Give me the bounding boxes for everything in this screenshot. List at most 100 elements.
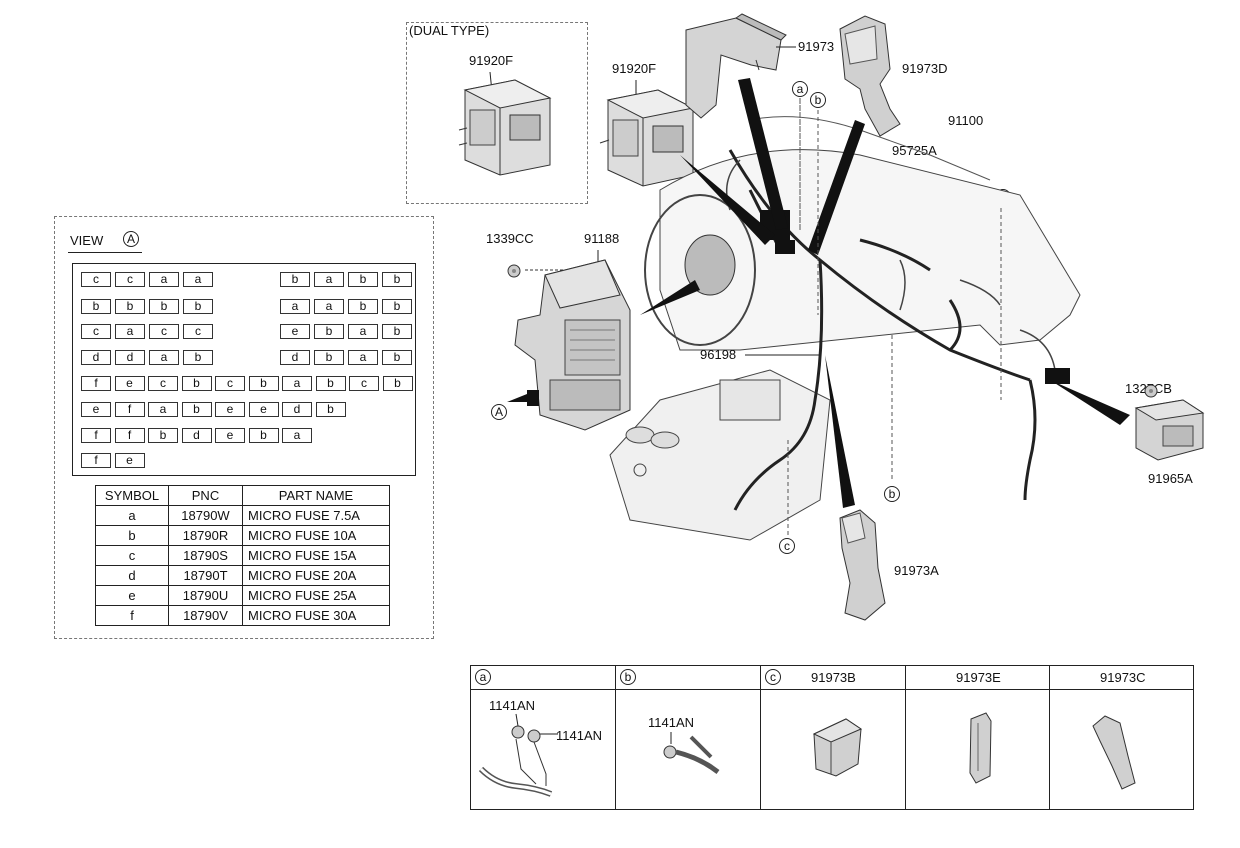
fuse-right-r0-c3: b	[382, 272, 412, 287]
fuse-bottom-r1-c4: e	[215, 402, 245, 417]
legend-cell-name: MICRO FUSE 15A	[242, 545, 390, 566]
legend-cell-symbol: d	[95, 565, 169, 586]
leader-91973	[776, 46, 796, 48]
detail-a-part2: 1141AN	[556, 728, 603, 743]
legend-cell-symbol: f	[95, 605, 169, 626]
fuse-right-r1-c0: a	[280, 299, 310, 314]
bolt-1327CB-drawing	[1144, 384, 1158, 398]
fuse-bottom-r0-c2: c	[148, 376, 178, 391]
fuse-bottom-r0-c5: b	[248, 376, 279, 391]
detail-title-91973C: 91973C	[1100, 670, 1146, 685]
fuse-left-r3-c1: d	[115, 350, 145, 365]
detail-header-a: a	[471, 666, 615, 690]
fuse-left-r2-c2: c	[149, 324, 179, 339]
fuse-right-r3-c0: d	[280, 350, 310, 365]
part-label-91100: 91100	[948, 113, 984, 128]
fuse-left-r0-c1: c	[115, 272, 145, 287]
part-label-91920F-dual: 91920F	[469, 53, 514, 68]
fuse-right-r3-c2: a	[348, 350, 378, 365]
detail-header-c: c 91973B	[761, 666, 905, 690]
fuse-right-r3-c3: b	[382, 350, 412, 365]
fuse-right-r3-c1: b	[314, 350, 344, 365]
fuse-bottom-r0-c6: a	[282, 376, 312, 391]
legend-cell-name: MICRO FUSE 10A	[242, 525, 390, 546]
detail-cell-b: b 1141AN	[616, 666, 761, 809]
part-label-91973A: 91973A	[894, 563, 939, 578]
fuse-bottom-r1-c0: e	[81, 402, 111, 417]
detail-header-b: b	[616, 666, 760, 690]
fuse-left-r2-c0: c	[81, 324, 111, 339]
fuse-right-r0-c1: a	[314, 272, 344, 287]
part-label-91188: 91188	[584, 231, 620, 246]
legend-cell-name: MICRO FUSE 7.5A	[242, 505, 390, 526]
part-label-91973: 91973	[798, 39, 835, 54]
part-label-91920F: 91920F	[612, 61, 657, 76]
detail-cell-91973C: 91973C	[1050, 666, 1193, 809]
detail-circle-c: c	[765, 669, 781, 685]
fuse-left-r2-c3: c	[183, 324, 213, 339]
fuse-left-r0-c0: c	[81, 272, 111, 287]
fuse-bottom-r2-c6: a	[282, 428, 312, 443]
detail-title-91973B: 91973B	[811, 670, 856, 685]
fuse-bottom-r2-c5: b	[248, 428, 279, 443]
legend-cell-pnc: 18790S	[168, 545, 243, 566]
fuse-bottom-r0-c8: c	[349, 376, 379, 391]
view-a-frame	[54, 216, 434, 639]
detail-header-91973E: 91973E	[906, 666, 1049, 690]
junction-box-91188-drawing	[514, 250, 631, 431]
part-label-1339CC: 1339CC	[486, 231, 534, 246]
fuse-right-r2-c0: e	[280, 324, 310, 339]
legend-cell-name: MICRO FUSE 25A	[242, 585, 390, 606]
detail-circle-a: a	[475, 669, 491, 685]
legend-cell-name: MICRO FUSE 30A	[242, 605, 390, 626]
fuse-bottom-r1-c3: b	[181, 402, 212, 417]
fuse-bottom-r0-c9: b	[382, 376, 413, 391]
leader-96198	[745, 354, 820, 356]
view-label: VIEW	[70, 233, 104, 248]
fuse-bottom-r2-c4: e	[215, 428, 245, 443]
legend-cell-pnc: 18790R	[168, 525, 243, 546]
fuse-bottom-r0-c4: c	[215, 376, 245, 391]
duct-91973-drawing	[685, 13, 787, 119]
view-arrow-A	[507, 390, 539, 406]
callout-c-bottom: c	[779, 538, 795, 554]
part-label-91973D: 91973D	[902, 61, 948, 76]
dual-type-frame	[406, 22, 588, 204]
fuse-bottom-r1-c2: a	[148, 402, 178, 417]
fuse-bottom-r2-c1: f	[114, 428, 145, 443]
bolt-1339CC-drawing	[507, 264, 521, 278]
detail-title-91973E: 91973E	[956, 670, 1001, 685]
dual-type-label: (DUAL TYPE)	[409, 23, 490, 38]
detail-b-drawing	[663, 732, 720, 775]
fuse-bottom-r2-c0: f	[81, 428, 111, 443]
fuse-right-r0-c2: b	[348, 272, 378, 287]
duct-91973D-drawing	[839, 15, 901, 137]
fuse-bottom-r1-c6: d	[282, 402, 312, 417]
fuse-right-r1-c3: b	[382, 299, 412, 314]
legend-cell-pnc: 18790V	[168, 605, 243, 626]
fuse-right-r2-c1: b	[314, 324, 344, 339]
legend-header-part-name: PART NAME	[242, 485, 390, 506]
legend-cell-pnc: 18790T	[168, 565, 243, 586]
ecu-module-drawing	[599, 80, 695, 187]
detail-cell-c: c 91973B	[761, 666, 906, 809]
detail-table: a 1141AN 1141AN b 1141AN c 9	[470, 665, 1194, 810]
fuse-bottom-r0-c1: e	[114, 376, 145, 391]
fuse-bottom-r2-c3: d	[181, 428, 212, 443]
fuse-right-r2-c3: b	[382, 324, 412, 339]
detail-header-91973C: 91973C	[1050, 666, 1193, 690]
detail-cell-a: a 1141AN 1141AN	[471, 666, 616, 809]
fuse-right-r2-c2: a	[348, 324, 378, 339]
fuse-bottom-r3-c1: e	[114, 453, 145, 468]
detail-cell-91973E: 91973E	[906, 666, 1050, 809]
callout-b-bottom: b	[884, 486, 900, 502]
fuse-left-r0-c3: a	[183, 272, 213, 287]
duct-91973E-drawing	[969, 712, 992, 784]
callout-a-top: a	[792, 81, 808, 97]
legend-cell-symbol: b	[95, 525, 169, 546]
fuse-left-r3-c2: a	[149, 350, 179, 365]
legend-header-row: SYMBOL PNC PART NAME	[95, 485, 390, 506]
